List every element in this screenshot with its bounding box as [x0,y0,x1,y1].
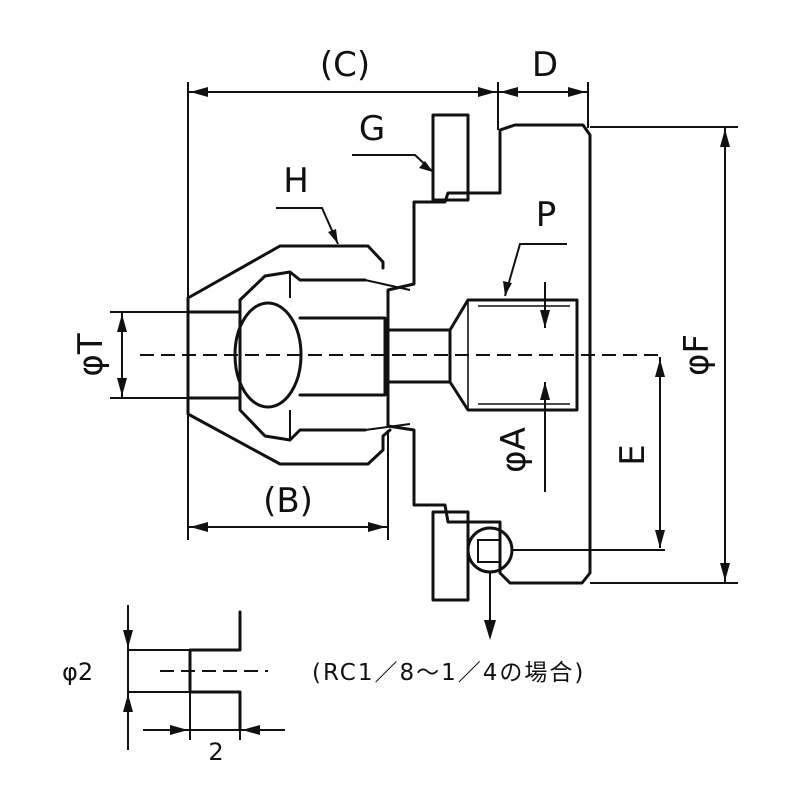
dim-T-arrow-bottom [117,378,127,396]
dim-C-arrow-right [478,87,496,97]
detail-drain-port: φ2 2 [62,605,285,766]
dim-A-arrow-top [540,310,550,328]
label-D: D [532,45,558,85]
detail-arrow-2-left [170,725,188,735]
drain-port-circle [466,526,514,574]
label-P: P [536,195,557,235]
leader-H-arrow [328,229,338,244]
label-T: φT [71,333,111,376]
detail-arrow-2-right [242,725,260,735]
label-two: 2 [208,738,223,766]
dim-F-arrow-bottom [720,563,730,581]
dim-C-arrow-left [190,87,208,97]
nut-top [431,113,470,202]
sleeve-edge-bottom [364,423,411,431]
tube-bore [188,310,387,400]
label-H: H [283,161,309,201]
leader-H [276,207,339,245]
leader-G-arrow [419,161,433,172]
dim-D-arrow-left [500,87,518,97]
threaded-port [448,298,579,412]
drain-port-square [477,539,501,563]
dim-D-arrow-right [568,87,586,97]
detail-arrow-bottom [123,694,133,712]
note-rc-size: (RC1／8～1／4の場合) [312,660,585,686]
leader-P [504,243,567,297]
dim-E-arrow-top [655,359,665,377]
body-outline [386,123,592,585]
dim-E-arrow-bottom [655,530,665,548]
label-G: G [359,109,385,149]
cap-nut-inner [238,270,367,442]
label-F: φF [677,334,717,376]
label-A: φA [494,427,534,473]
dim-B-arrow-left [190,522,208,532]
detail-arrow-top [123,630,133,648]
dim-A-arrow-bottom [540,382,550,400]
label-B: (B) [263,481,313,521]
leader-P-arrow [503,281,512,296]
leader-G [352,154,434,173]
label-E: E [613,444,653,465]
nut-bottom [431,510,470,602]
label-C: (C) [320,45,370,85]
drain-arrow-head [484,620,496,640]
label-phi2: φ2 [62,658,93,686]
sleeve-edge-top [364,279,411,291]
dim-T-arrow-top [117,314,127,332]
dim-F-arrow-top [720,129,730,147]
dim-B-arrow-right [368,522,386,532]
